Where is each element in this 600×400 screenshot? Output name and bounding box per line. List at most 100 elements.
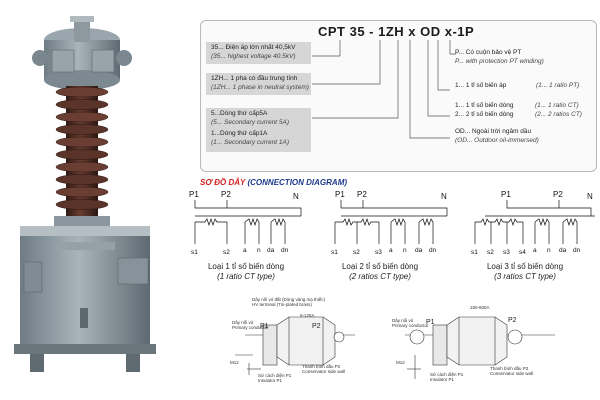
scheme3-terminal: s2 [487,249,494,256]
scheme2-terminal: s1 [331,249,338,256]
drawing-right-bolt: M12 [396,360,405,365]
insulator-shed [55,124,109,135]
scheme1-caption-en: (1 ratio CT type) [217,272,275,281]
scheme1-terminal: s1 [191,249,198,256]
scheme3-n-label: N [587,192,593,201]
code-item-sec5-vn: 5...Dòng thứ cấp5A [211,110,268,117]
scheme1-terminal: dn [281,247,289,254]
code-item-ct2-en: (2... 2 ratios CT) [535,110,582,118]
scheme1-terminal: s2 [223,249,230,256]
scheme2-n-label: N [441,192,447,201]
insulator-shed [55,86,109,98]
drawing-right-base1: Sứ cách điện P1 [430,372,464,377]
insulator-shed [55,186,109,198]
scheme1-terminal: n [257,247,261,254]
code-item-voltage-en: (35... highest voltage 40.5kV) [211,52,296,60]
scheme3-terminal: da [559,247,567,254]
scheme-3-ratio: P1 P2 N s1 s2 s3 s4 a n da dn [471,190,595,256]
code-item-voltage: 35... Điện áp lớn nhất 40,5kV (35... hig… [206,42,311,64]
code-item-pt-ratio-en: (1... 1 ratio PT) [536,82,580,89]
terminal-drawings [235,316,555,379]
drawing-right-p1: P1 [426,319,435,326]
scheme2-terminal: s2 [353,249,360,256]
connection-schematics: P1 P2 N s1 s2 a n da dn P1 P2 N [189,190,595,256]
scheme3-terminal: dn [573,247,581,254]
insulator-shed [55,174,109,185]
code-item-voltage-vn: 35... Điện áp lớn nhất 40,5kV [211,44,296,51]
scheme2-p2-label: P2 [357,190,367,199]
code-item-protection-vn: P... Có cuộn bảo vệ PT [455,49,522,56]
scheme3-p2-label: P2 [553,190,563,199]
scheme3-caption-vn: Loại 3 tỉ số biến dòng [486,262,564,271]
scheme2-caption-vn: Loại 2 tỉ số biến dòng [341,262,419,271]
code-item-phase-en: (1ZH... 1 phase in neutral system) [211,83,309,91]
drawing-right-wire-label-en: Primary conductor [392,323,429,328]
code-connectors [312,40,456,139]
insulator-shed [55,136,109,148]
insulator-shed [55,99,109,110]
code-item-ct2-vn: 2... 2 tỉ số biến dòng [455,110,514,118]
code-item-sec5-en: (5... Secondary current 5A) [211,118,290,126]
scheme1-terminal: a [243,247,247,254]
transformer-photo [14,16,156,372]
scheme2-terminal: dn [429,247,437,254]
drawing-large-current [405,316,555,379]
scheme1-n-label: N [293,192,299,201]
scheme3-terminal: s1 [471,249,478,256]
scheme3-terminal: n [547,247,551,254]
insulator-shed [55,199,109,210]
insulator-shed [55,111,109,123]
diagram-title-en: (CONNECTION DIAGRAM) [247,178,348,187]
drawing-right-base2: Thanh bình dầu P2 [490,366,529,371]
code-item-pt-ratio-vn: 1... 1 tỉ số biến áp [455,82,507,89]
drawing-left-top-note: Dây nối vỏ đất (Dòng vàng mạ thiếc) [252,297,326,302]
scheme3-p1-label: P1 [501,190,511,199]
code-item-pt-ratio: 1... 1 tỉ số biến áp [455,82,506,91]
scheme-2-ratio: P1 P2 N s1 s2 s3 a n da dn [331,190,448,256]
drawing-left-p1: P1 [260,323,269,330]
drawing-right-base2-en: Conservator side wall [490,371,534,376]
scheme2-terminal: n [403,247,407,254]
drawing-right-range: 150-600A [470,305,490,310]
code-item-ct1-vn: 1... 1 tỉ số biến dòng [455,102,514,109]
scheme2-caption-en: (2 ratios CT type) [349,272,411,281]
scheme-1-ratio: P1 P2 N s1 s2 a n da dn [189,190,302,256]
drawing-left-top-note-en: HV terminal (Tin-plated brass) [252,302,312,307]
scheme2-terminal: da [415,247,423,254]
code-item-sec1-en: (1... Secondary current 1A) [211,138,290,146]
scheme2-p1-label: P1 [335,190,345,199]
scheme2-terminal: a [389,247,393,254]
code-item-pt-ratio-en-wrap: (1... 1 ratio PT) [536,82,579,91]
drawing-left-wire-label-en: Primary conductor [232,325,269,330]
scheme1-p2-label: P2 [221,190,231,199]
code-item-ct1-en: (1... 1 ratio CT) [535,102,579,109]
scheme3-terminal: s3 [503,249,510,256]
model-code-title: CPT 35 - 1ZH x OD x-1P [318,24,475,39]
drawing-left-range: 5-125A [300,313,315,318]
drawing-left-wire-label: Dây nối vỏ [232,320,254,325]
code-item-outdoor: OD... Ngoài trời ngâm dầu (OD... Outdoor… [455,128,539,145]
code-item-phase: 1ZH... 1 pha có đầu trung tính (1ZH... 1… [206,73,311,95]
drawing-left-bolt: M12 [230,360,239,365]
code-item-ct-ratio-en: (1... 1 ratio CT) (2... 2 ratios CT) [535,102,582,119]
code-item-outdoor-vn: OD... Ngoài trời ngâm dầu [455,128,532,135]
drawing-left-base1-en: Insulator P1 [258,378,283,383]
drawing-small-current [235,316,355,375]
drawing-left-base2: Thanh bình dầu P2 [302,364,341,369]
scheme2-terminal: s3 [375,249,382,256]
scheme1-caption-vn: Loại 1 tỉ số biến dòng [207,262,285,271]
scheme2-caption: Loại 2 tỉ số biến dòng (2 ratios CT type… [330,262,430,282]
scheme1-terminal: da [267,247,275,254]
code-item-protection: P... Có cuộn bảo vệ PT P... with protect… [455,49,544,66]
code-item-outdoor-en: (OD... Outdoor oil-immersed) [455,136,539,144]
insulator-shed [55,161,109,173]
drawing-right-p2: P2 [508,317,517,324]
drawing-left-base1: Sứ cách điện P1 [258,373,292,378]
drawing-right-base1-en: Insulator P1 [430,377,455,382]
connection-diagram-title: SƠ ĐỒ DÂY (CONNECTION DIAGRAM) [200,178,347,187]
scheme1-p1-label: P1 [189,190,199,199]
drawing-left-base2-en: Conservator side wall [302,369,346,374]
diagram-title-vn: SƠ ĐỒ DÂY [200,178,246,187]
scheme3-caption-en: (3 ratios CT type) [494,272,556,281]
scheme3-terminal: a [533,247,537,254]
